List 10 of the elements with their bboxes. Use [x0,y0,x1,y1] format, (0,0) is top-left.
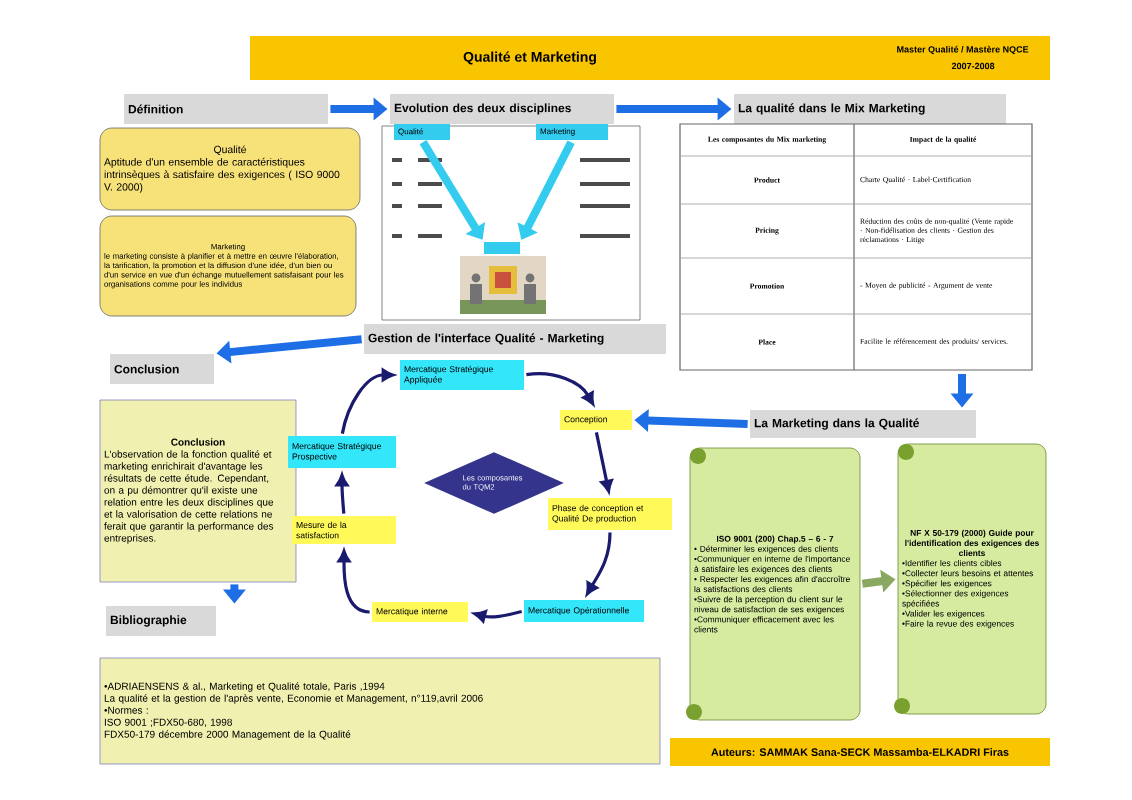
cycle-arrow [335,473,349,514]
picture [460,256,546,314]
cycle-arrow [340,368,395,434]
cycle-arrow [473,609,523,623]
cycle-arrow [594,432,613,493]
cycle-arrow [526,372,595,406]
cycle-arrow [585,532,612,596]
block-arrow [419,140,486,240]
tab-box [484,242,520,254]
cycle-arrow [337,549,370,614]
